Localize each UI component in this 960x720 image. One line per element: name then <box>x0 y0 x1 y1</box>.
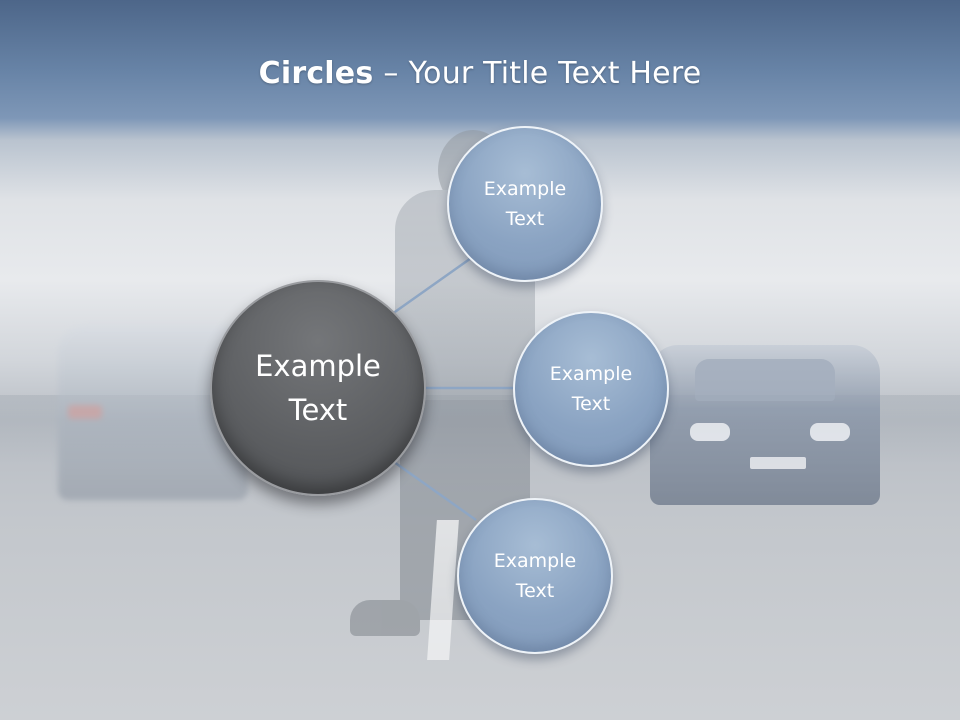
car-right-windshield <box>695 359 835 401</box>
satellite-circle-label: Example Text <box>493 550 577 602</box>
satellite-circle-label: Example Text <box>483 178 567 230</box>
connector-top <box>391 254 475 316</box>
title-dash: – <box>383 56 399 91</box>
car-right-plate <box>750 457 806 469</box>
satellite-circle-top[interactable]: Example Text <box>447 126 603 282</box>
title-rest: Your Title Text Here <box>408 56 702 91</box>
car-right-image <box>650 345 880 505</box>
car-right-headlight-right <box>810 423 850 441</box>
car-left-taillight <box>68 405 102 419</box>
satellite-circle-label: Example Text <box>549 363 633 415</box>
car-right-headlight-left <box>690 423 730 441</box>
satellite-circle-bottom[interactable]: Example Text <box>457 498 613 654</box>
person-shoe <box>350 600 420 636</box>
center-circle[interactable]: Example Text <box>210 280 426 496</box>
slide-title: Circles–Your Title Text Here <box>0 56 960 91</box>
center-circle-label: Example Text <box>255 349 381 427</box>
satellite-circle-middle[interactable]: Example Text <box>513 311 669 467</box>
connector-bottom <box>393 460 477 522</box>
title-bold: Circles <box>258 56 374 91</box>
